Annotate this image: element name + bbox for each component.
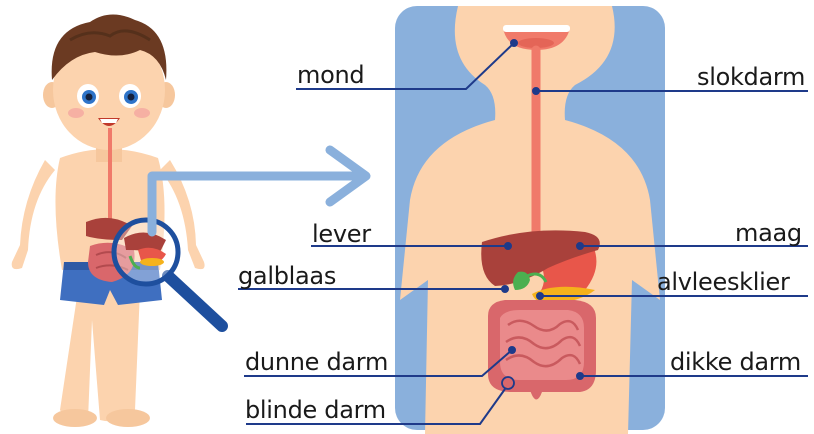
label-maag: maag [735, 220, 802, 246]
label-mond: mond [297, 62, 364, 88]
label-dunne-darm: dunne darm [245, 349, 388, 375]
label-slokdarm: slokdarm [697, 64, 805, 90]
boy-legs [60, 290, 140, 421]
label-dikke-darm: dikke darm [670, 349, 801, 375]
boy-illustration [12, 14, 222, 427]
zoom-panel [395, 6, 665, 434]
boy-left-arm [12, 160, 55, 269]
label-lever: lever [312, 221, 371, 247]
label-alvleesklier: alvleesklier [657, 269, 790, 295]
label-galblaas: galblaas [238, 263, 336, 289]
label-blinde-darm: blinde darm [245, 397, 386, 423]
